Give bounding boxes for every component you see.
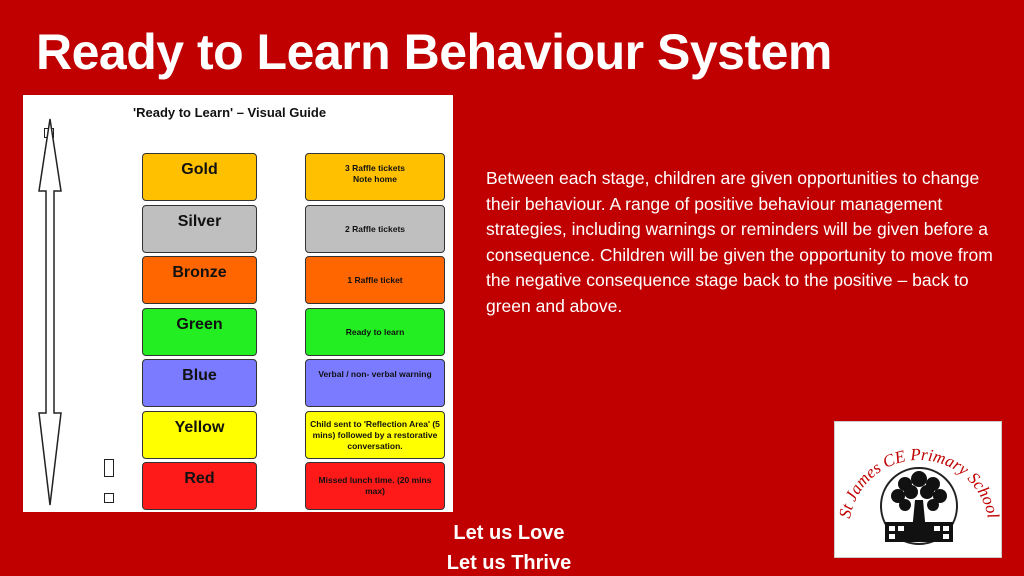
level-description-red: Missed lunch time. (20 mins max)	[305, 462, 445, 510]
slide-title: Ready to Learn Behaviour System	[36, 24, 832, 80]
level-gold: Gold	[142, 153, 257, 201]
level-label: Gold	[181, 161, 218, 178]
motto-line-1: Let us Love	[453, 522, 565, 544]
double-arrow-icon	[38, 118, 62, 506]
tree-logo-icon: St James CE Primary School	[835, 445, 1001, 545]
level-description-bronze: 1 Raffle ticket	[305, 256, 445, 304]
level-description-gold: 3 Raffle tickets Note home	[305, 153, 445, 201]
school-logo: St James CE Primary School	[834, 421, 1002, 558]
level-silver: Silver	[142, 205, 257, 253]
level-description-text: Missed lunch time. (20 mins max)	[318, 475, 432, 496]
level-description-green: Ready to learn	[305, 308, 445, 356]
level-description-text: Child sent to 'Reflection Area' (5 mins)…	[310, 418, 440, 451]
level-label: Silver	[177, 213, 222, 230]
level-label: Yellow	[174, 419, 225, 436]
level-label: Green	[176, 316, 223, 333]
level-red: Red	[142, 462, 257, 510]
guide-title: 'Ready to Learn' – Visual Guide	[133, 105, 327, 120]
level-label: Red	[184, 470, 215, 487]
level-yellow: Yellow	[142, 411, 257, 459]
explanation-text: Between each stage, children are given o…	[486, 168, 993, 316]
level-description-text: 3 Raffle tickets Note home	[345, 163, 405, 184]
level-description-yellow: Child sent to 'Reflection Area' (5 mins)…	[305, 411, 445, 459]
level-label: Bronze	[172, 264, 227, 281]
level-description-blue: Verbal / non- verbal warning	[305, 359, 445, 407]
level-description-text: 1 Raffle ticket	[347, 274, 403, 285]
level-description-text: Verbal / non- verbal warning	[318, 369, 432, 379]
level-label: Blue	[182, 367, 217, 384]
level-green: Green	[142, 308, 257, 356]
level-bronze: Bronze	[142, 256, 257, 304]
small-square-bottom-1	[104, 459, 114, 477]
small-square-bottom-2	[104, 493, 114, 503]
level-description-text: Ready to learn	[345, 326, 405, 337]
motto-line-2: Let us Thrive	[446, 552, 572, 574]
level-blue: Blue	[142, 359, 257, 407]
level-description-text: 2 Raffle tickets	[345, 223, 405, 234]
level-description-silver: 2 Raffle tickets	[305, 205, 445, 253]
visual-guide-image: 'Ready to Learn' – Visual Guide Gold 3 Ra…	[23, 95, 453, 512]
